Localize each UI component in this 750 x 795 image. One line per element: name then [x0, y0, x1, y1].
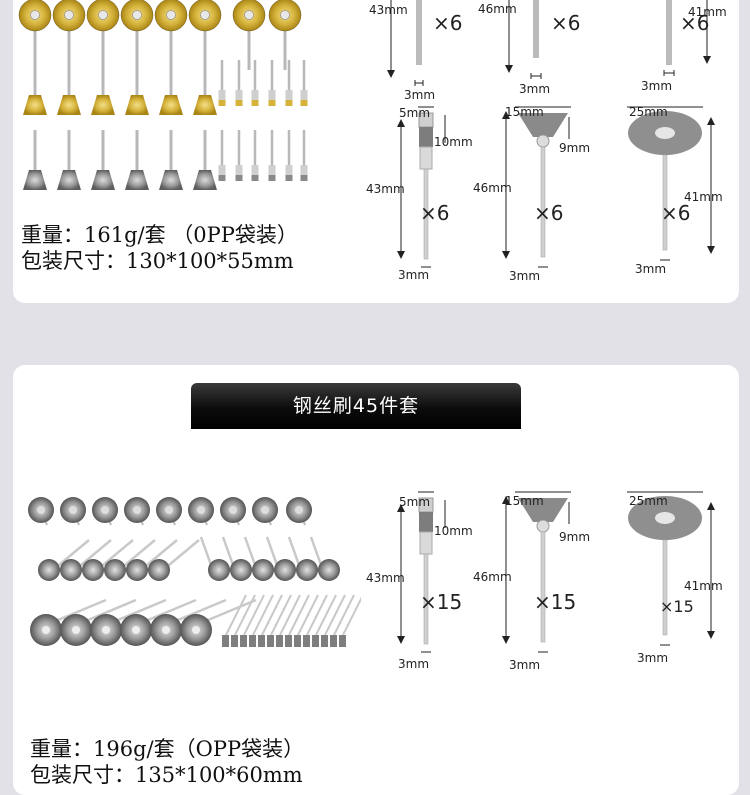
pen-length-label-2: 43mm: [366, 571, 405, 585]
qty-top-2: ×6: [551, 11, 581, 35]
wheel-width-label-2: 25mm: [629, 494, 668, 508]
cup-width-label-1: 15mm: [505, 105, 544, 119]
cup-head-label-1: 9mm: [559, 141, 591, 155]
cup-head-label-2: 9mm: [559, 530, 591, 544]
cup-length-label-2: 46mm: [473, 570, 512, 584]
cup-length-label-1: 46mm: [473, 181, 512, 195]
cup-qty-label-1: ×6: [534, 201, 564, 225]
pen-qty-label-2: ×15: [420, 590, 463, 614]
package-size-text-1: 包装尺寸：130*100*55mm: [21, 249, 294, 273]
cup-shank-label-2: 3mm: [509, 658, 541, 672]
pen-width-label-2: 5mm: [399, 495, 431, 509]
qty-top-1: ×6: [433, 11, 463, 35]
wheel-length-label-1: 41mm: [684, 190, 723, 204]
weight-text-2: 重量：196g/套（OPP袋装）: [30, 737, 305, 761]
dim-top-shank-3: 3mm: [641, 79, 673, 93]
cup-shank-label-1: 3mm: [509, 269, 541, 283]
pen-length-label-1: 43mm: [366, 182, 405, 196]
dim-top-length-1: 43mm: [369, 3, 408, 17]
dim-top-shank-2: 3mm: [519, 82, 551, 96]
wheel-qty-label-2: ×15: [660, 597, 694, 616]
pen-head-label-2: 10mm: [434, 524, 473, 538]
top-row-diagrams: [387, 0, 711, 86]
wheel-shank-label-2: 3mm: [637, 651, 669, 665]
brush-dimension-diagrams-2: [397, 491, 715, 653]
pen-shank-label-2: 3mm: [398, 657, 430, 671]
wheel-qty-label-1: ×6: [661, 201, 691, 225]
pen-width-label-1: 5mm: [399, 106, 431, 120]
dim-top-shank-1: 3mm: [404, 88, 436, 102]
brush-set-panel-2: 钢丝刷45件套 重量：196g/套（OPP袋装） 包装尺寸：135*100*60…: [13, 365, 739, 795]
wheel-length-label-2: 41mm: [684, 579, 723, 593]
brush-set-photo-1: [18, 0, 308, 190]
package-size-text-2: 包装尺寸：135*100*60mm: [30, 763, 303, 787]
brush-set-panel-1: 重量：161g/套 （0PP袋装） 包装尺寸：130*100*55mm 43mm…: [13, 0, 739, 303]
cup-width-label-2: 15mm: [505, 494, 544, 508]
set-title-banner: 钢丝刷45件套: [191, 383, 521, 429]
dim-top-length-2: 46mm: [478, 2, 517, 16]
pen-head-label-1: 10mm: [434, 135, 473, 149]
wheel-width-label-1: 25mm: [629, 105, 668, 119]
dim-top-length-3: 41mm: [688, 5, 727, 19]
brush-dimension-diagrams-1: [397, 106, 715, 268]
brush-set-photo-2: [28, 497, 361, 647]
cup-qty-label-2: ×15: [534, 590, 577, 614]
pen-shank-label-1: 3mm: [398, 268, 430, 282]
weight-text-1: 重量：161g/套 （0PP袋装）: [21, 223, 298, 247]
wheel-shank-label-1: 3mm: [635, 262, 667, 276]
pen-qty-label-1: ×6: [420, 201, 450, 225]
qty-top-3: ×6: [680, 11, 710, 35]
